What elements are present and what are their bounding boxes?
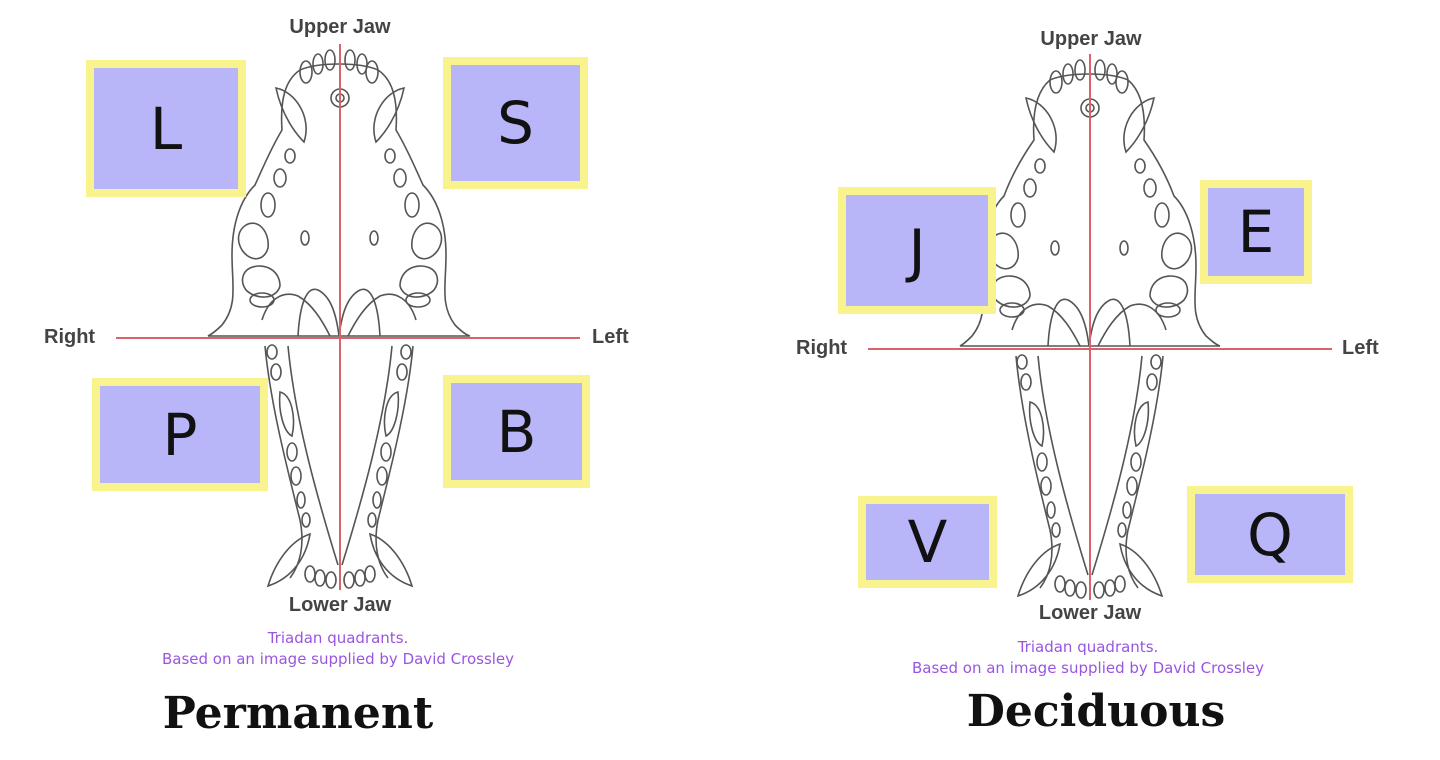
permanent-diagram: Upper Jaw Lower Jaw Right Left L S P B T…	[44, 16, 629, 739]
quadrant-letter: V	[907, 508, 948, 576]
quadrant-letter: Q	[1247, 500, 1293, 569]
caption-line-2: Based on an image supplied by David Cros…	[161, 650, 515, 668]
quadrant-upper-right: J	[838, 187, 996, 314]
right-side-label: Right	[796, 337, 848, 359]
permanent-jaw-illustration	[116, 44, 580, 590]
lower-jaw-label: Lower Jaw	[1038, 602, 1142, 624]
quadrant-letter: B	[496, 397, 537, 466]
diagram-title: Permanent	[162, 688, 434, 739]
quadrant-upper-left: S	[443, 57, 588, 189]
diagram-title: Deciduous	[966, 686, 1226, 737]
quadrant-upper-right: L	[86, 60, 246, 197]
upper-jaw-outline	[959, 73, 1221, 347]
quadrant-lower-left: Q	[1187, 486, 1353, 583]
quadrant-upper-left: E	[1200, 180, 1312, 284]
quadrant-letter: E	[1237, 198, 1275, 266]
caption: Triadan quadrants. Based on an image sup…	[162, 628, 514, 670]
caption-line-1: Triadan quadrants.	[267, 629, 409, 647]
lower-jaw-outline	[264, 345, 303, 579]
caption-line-2: Based on an image supplied by David Cros…	[911, 659, 1265, 677]
right-side-label: Right	[44, 326, 96, 348]
upper-jaw-label: Upper Jaw	[289, 16, 391, 38]
deciduous-diagram: Upper Jaw Lower Jaw Right Left J E V Q T…	[720, 0, 1440, 760]
quadrant-letter: J	[908, 216, 926, 285]
left-side-label: Left	[1342, 337, 1379, 359]
quadrant-letter: P	[162, 400, 198, 469]
deciduous-jaw-illustration	[868, 54, 1332, 600]
quadrant-lower-left: B	[443, 375, 590, 488]
caption-line-1: Triadan quadrants.	[1017, 638, 1159, 656]
upper-jaw-label: Upper Jaw	[1040, 28, 1142, 50]
quadrant-lower-right: P	[92, 378, 268, 491]
quadrant-letter: S	[497, 89, 534, 157]
lower-jaw-label: Lower Jaw	[288, 594, 392, 616]
lower-jaw-outline	[1015, 355, 1053, 589]
quadrant-letter: L	[149, 94, 183, 163]
caption: Triadan quadrants. Based on an image sup…	[912, 637, 1264, 679]
left-side-label: Left	[592, 326, 629, 348]
quadrant-lower-right: V	[858, 496, 997, 588]
